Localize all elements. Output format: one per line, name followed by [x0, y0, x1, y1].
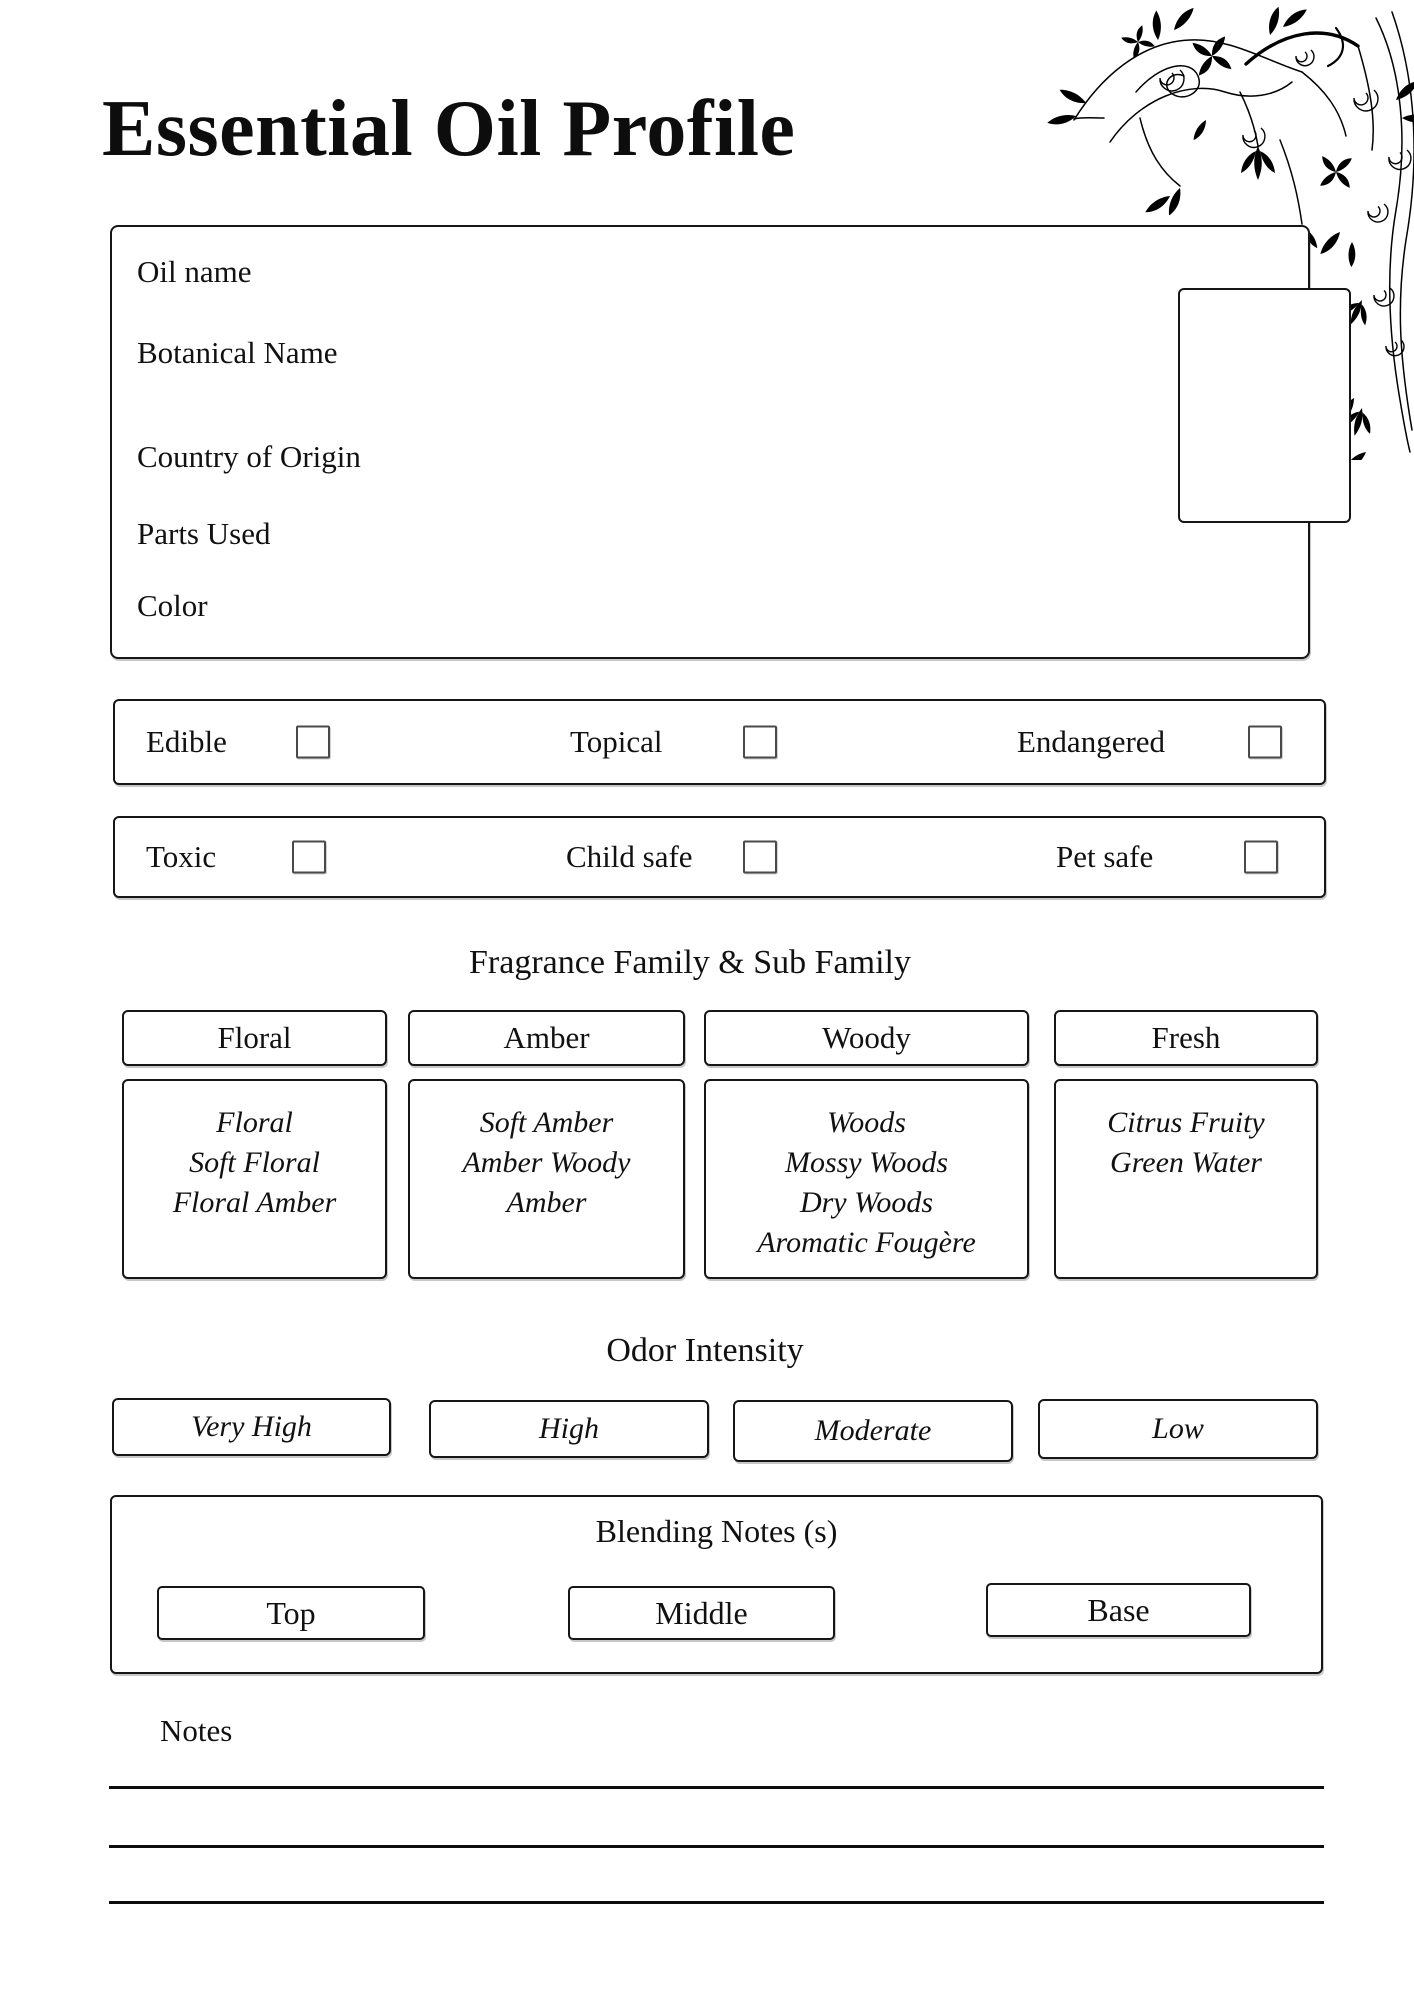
- field-label-oil-name: Oil name: [137, 254, 252, 289]
- family-option-label: Amber: [503, 1020, 590, 1055]
- family-option-amber[interactable]: Amber: [408, 1010, 685, 1066]
- blending-notes-box: Blending Notes (s) Top Middle Base: [110, 1495, 1323, 1674]
- intensity-label: High: [539, 1412, 599, 1445]
- sub-family-item: Amber: [506, 1186, 587, 1219]
- safety-checkbox-row: Toxic Child safe Pet safe: [113, 816, 1326, 898]
- sub-family-box-floral: Floral Soft Floral Floral Amber: [122, 1079, 387, 1279]
- sub-family-item: Woods: [827, 1106, 906, 1139]
- endangered-label: Endangered: [1017, 724, 1166, 759]
- photo-placeholder: [1178, 288, 1351, 523]
- note-writing-line: [109, 1845, 1324, 1848]
- intensity-label: Very High: [191, 1410, 312, 1443]
- note-writing-line: [109, 1786, 1324, 1789]
- family-option-label: Woody: [822, 1020, 911, 1055]
- pet-safe-label: Pet safe: [1056, 839, 1154, 874]
- topical-checkbox[interactable]: [743, 725, 777, 759]
- intensity-option-very-high[interactable]: Very High: [112, 1398, 391, 1456]
- intensity-option-low[interactable]: Low: [1038, 1399, 1318, 1459]
- sub-family-box-fresh: Citrus Fruity Green Water: [1054, 1079, 1318, 1279]
- page-title: Essential Oil Profile: [102, 85, 796, 173]
- edible-label: Edible: [146, 724, 227, 759]
- blend-note-label: Middle: [655, 1594, 748, 1631]
- blending-notes-heading: Blending Notes (s): [595, 1513, 838, 1549]
- field-label-botanical-name: Botanical Name: [137, 335, 338, 370]
- sub-family-item: Aromatic Fougère: [757, 1226, 976, 1259]
- sub-family-item: Amber Woody: [462, 1146, 631, 1179]
- child-safe-checkbox[interactable]: [743, 840, 777, 874]
- blend-note-label: Base: [1087, 1591, 1150, 1628]
- sub-family-item: Mossy Woods: [784, 1146, 949, 1179]
- family-option-fresh[interactable]: Fresh: [1054, 1010, 1318, 1066]
- blend-note-option-middle[interactable]: Middle: [568, 1586, 835, 1640]
- field-label-parts-used: Parts Used: [137, 516, 271, 551]
- field-label-country-of-origin: Country of Origin: [137, 439, 361, 474]
- oil-profile-box: Oil name Botanical Name Country of Origi…: [110, 225, 1310, 659]
- blend-note-option-base[interactable]: Base: [986, 1583, 1251, 1637]
- sub-family-item: Green Water: [1110, 1146, 1262, 1179]
- note-writing-line: [109, 1901, 1324, 1904]
- odor-intensity-heading: Odor Intensity: [606, 1332, 804, 1369]
- fragrance-family-heading: Fragrance Family & Sub Family: [469, 944, 911, 981]
- corner-vine-flourish-icon: [1047, 6, 1414, 460]
- sub-family-item: Soft Amber: [479, 1106, 614, 1139]
- family-option-label: Fresh: [1151, 1020, 1221, 1055]
- sub-family-box-woody: Woods Mossy Woods Dry Woods Aromatic Fou…: [704, 1079, 1029, 1279]
- usage-checkbox-row: Edible Topical Endangered: [113, 699, 1326, 785]
- edible-checkbox[interactable]: [296, 725, 330, 759]
- family-option-woody[interactable]: Woody: [704, 1010, 1029, 1066]
- sub-family-item: Dry Woods: [799, 1186, 934, 1219]
- intensity-option-high[interactable]: High: [429, 1400, 709, 1458]
- family-option-label: Floral: [217, 1020, 292, 1055]
- notes-label: Notes: [160, 1713, 233, 1748]
- topical-label: Topical: [570, 724, 663, 759]
- sub-family-item: Soft Floral: [189, 1146, 320, 1179]
- pet-safe-checkbox[interactable]: [1244, 840, 1278, 874]
- endangered-checkbox[interactable]: [1248, 725, 1282, 759]
- field-label-color: Color: [137, 588, 208, 623]
- intensity-label: Low: [1152, 1412, 1204, 1445]
- sub-family-item: Floral Amber: [172, 1186, 337, 1219]
- family-option-floral[interactable]: Floral: [122, 1010, 387, 1066]
- toxic-label: Toxic: [146, 839, 217, 874]
- intensity-label: Moderate: [814, 1414, 932, 1447]
- toxic-checkbox[interactable]: [292, 840, 326, 874]
- blend-note-option-top[interactable]: Top: [157, 1586, 425, 1640]
- sub-family-item: Floral: [216, 1106, 293, 1139]
- sub-family-box-amber: Soft Amber Amber Woody Amber: [408, 1079, 685, 1279]
- sub-family-item: Citrus Fruity: [1107, 1106, 1265, 1139]
- blend-note-label: Top: [266, 1594, 316, 1631]
- child-safe-label: Child safe: [566, 839, 693, 874]
- intensity-option-moderate[interactable]: Moderate: [733, 1400, 1013, 1462]
